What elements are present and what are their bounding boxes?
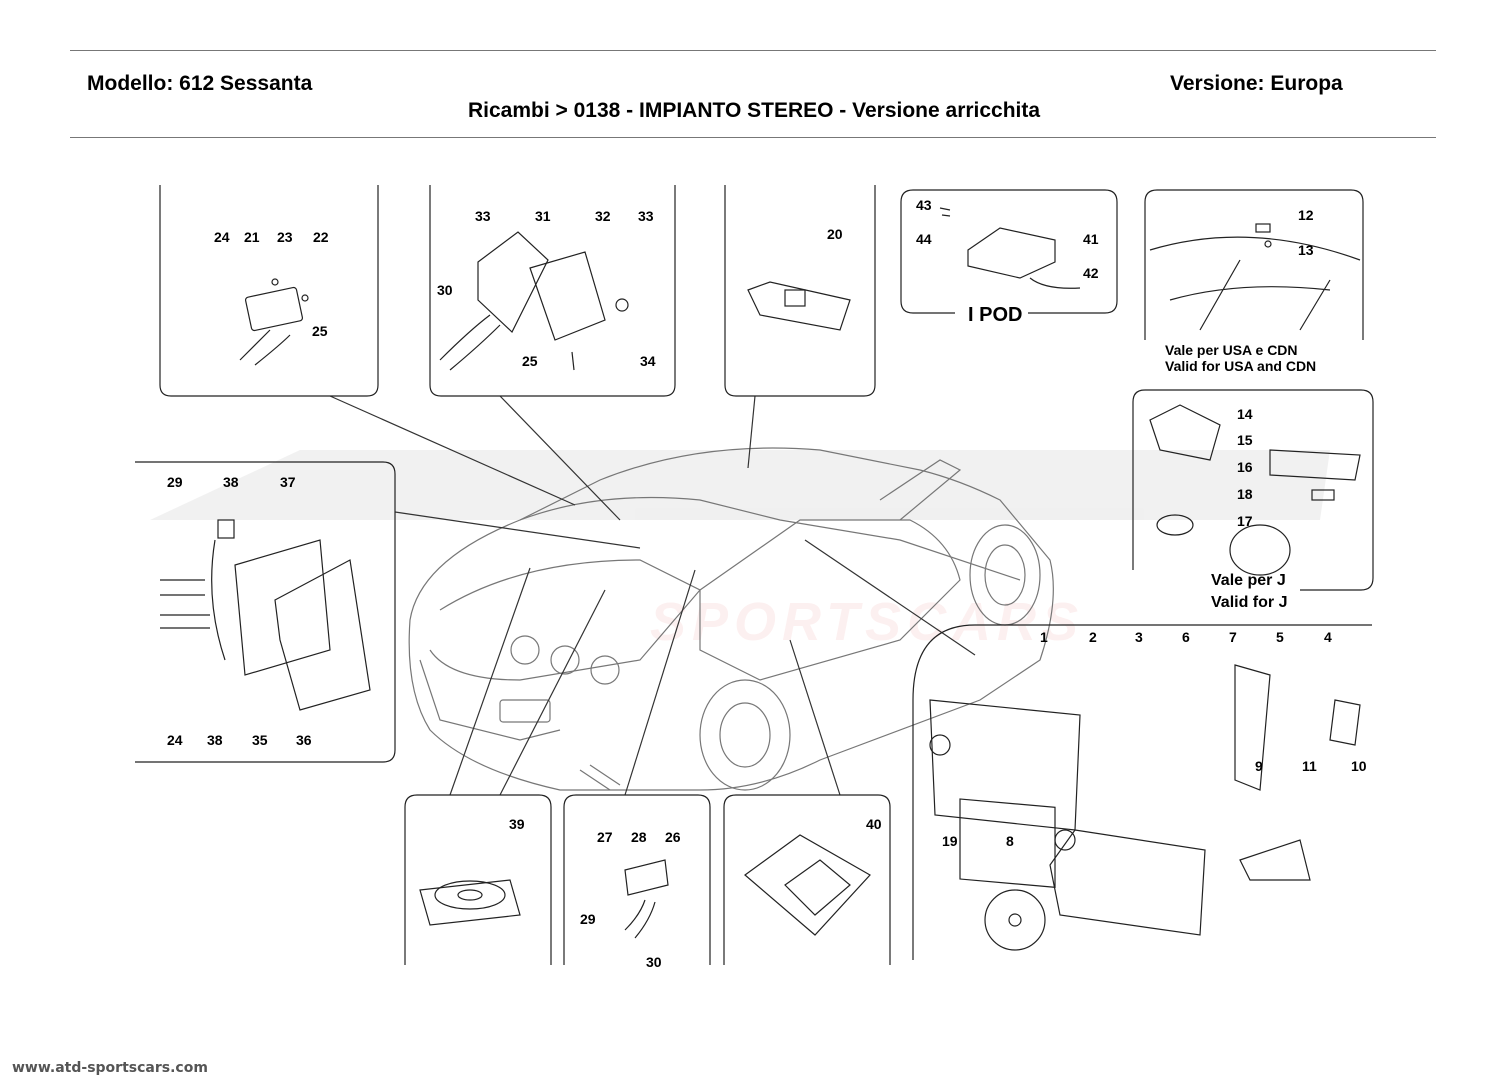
j-caption-1: Vale per J	[1211, 572, 1286, 589]
callout-35: 35	[252, 732, 268, 748]
panel-b	[429, 185, 676, 397]
car-outline	[408, 447, 1054, 791]
panel-c-labels: 20	[827, 226, 843, 242]
callout-42: 42	[1083, 265, 1099, 281]
model-label: Modello: 612 Sessanta	[87, 72, 313, 95]
callout-14: 14	[1237, 406, 1253, 422]
panel-antenna-labels: 27 28 26 29 30	[580, 829, 681, 970]
callout-20: 20	[827, 226, 843, 242]
ipod-caption: I POD	[968, 304, 1022, 326]
panel-left	[135, 461, 396, 763]
callout-28: 28	[631, 829, 647, 845]
callout-38-b: 38	[207, 732, 223, 748]
callout-30-b: 30	[646, 954, 662, 970]
callout-1: 1	[1040, 629, 1048, 645]
callout-18: 18	[1237, 486, 1253, 502]
panel-ipod	[900, 189, 1118, 314]
panel-usa-labels: 12 13 Vale per USA e CDN Valid for USA a…	[1165, 207, 1316, 374]
panel-amp-labels: 40	[866, 816, 882, 832]
panel-left-labels: 29 38 37 24 38 35 36	[167, 474, 312, 748]
j-caption-2: Valid for J	[1211, 594, 1287, 611]
callout-36: 36	[296, 732, 312, 748]
panel-stereo-labels: 1 2 3 6 7 5 4 9 11 10 19 8	[942, 629, 1367, 849]
panel-c	[724, 185, 876, 397]
panel-usa	[1144, 189, 1364, 340]
callout-22: 22	[313, 229, 329, 245]
callout-32: 32	[595, 208, 611, 224]
panel-ipod-labels: 43 44 41 42 I POD	[916, 197, 1099, 326]
callout-17: 17	[1237, 513, 1253, 529]
callout-41: 41	[1083, 231, 1099, 247]
callout-33: 33	[475, 208, 491, 224]
callout-39: 39	[509, 816, 525, 832]
callout-7: 7	[1229, 629, 1237, 645]
panel-a	[159, 185, 379, 397]
callout-26: 26	[665, 829, 681, 845]
panel-a-labels: 24 21 23 22 25	[214, 229, 329, 339]
callout-33-b: 33	[638, 208, 654, 224]
callout-24: 24	[214, 229, 230, 245]
callout-8: 8	[1006, 833, 1014, 849]
callout-2: 2	[1089, 629, 1097, 645]
panel-j	[1132, 389, 1374, 591]
usa-caption-2: Valid for USA and CDN	[1165, 358, 1316, 374]
callout-38: 38	[223, 474, 239, 490]
version-label: Versione: Europa	[1170, 72, 1343, 95]
callout-6: 6	[1182, 629, 1190, 645]
callout-11: 11	[1302, 758, 1317, 774]
callout-21: 21	[244, 229, 260, 245]
callout-43: 43	[916, 197, 932, 213]
watermark: SPORTSCARS	[150, 450, 1330, 652]
breadcrumb: Ricambi > 0138 - IMPIANTO STEREO - Versi…	[468, 99, 1041, 122]
callout-44: 44	[916, 231, 932, 247]
leader-lines	[329, 395, 976, 796]
callout-25: 25	[312, 323, 328, 339]
footer-site: www.atd-sportscars.com	[12, 1060, 208, 1076]
panel-j-labels: 14 15 16 18 17 Vale per J Valid for J	[1211, 406, 1287, 611]
callout-9: 9	[1255, 758, 1263, 774]
callout-31: 31	[535, 208, 551, 224]
usa-caption-1: Vale per USA e CDN	[1165, 342, 1298, 358]
callout-4: 4	[1324, 629, 1332, 645]
header-bottom-rule	[70, 137, 1436, 138]
callout-34: 34	[640, 353, 656, 369]
callout-27: 27	[597, 829, 613, 845]
panel-b-labels: 33 31 32 33 30 25 34	[437, 208, 656, 369]
callout-23: 23	[277, 229, 293, 245]
callout-3: 3	[1135, 629, 1143, 645]
callout-24-left: 24	[167, 732, 183, 748]
callout-15: 15	[1237, 432, 1253, 448]
panel-speaker-labels: 39	[509, 816, 525, 832]
panel-amp	[723, 794, 891, 965]
panel-antenna	[563, 794, 711, 965]
callout-12: 12	[1298, 207, 1314, 223]
callout-19: 19	[942, 833, 958, 849]
callout-13: 13	[1298, 242, 1314, 258]
panel-stereo	[912, 624, 1372, 960]
top-rule	[70, 50, 1436, 51]
callout-37: 37	[280, 474, 296, 490]
callout-16: 16	[1237, 459, 1253, 475]
callout-40: 40	[866, 816, 882, 832]
callout-29: 29	[167, 474, 183, 490]
callout-25-b: 25	[522, 353, 538, 369]
callout-30: 30	[437, 282, 453, 298]
callout-5: 5	[1276, 629, 1284, 645]
watermark-text: SPORTSCARS	[650, 592, 1084, 652]
callout-10: 10	[1351, 758, 1367, 774]
panel-speaker	[404, 794, 552, 965]
callout-29-b: 29	[580, 911, 596, 927]
